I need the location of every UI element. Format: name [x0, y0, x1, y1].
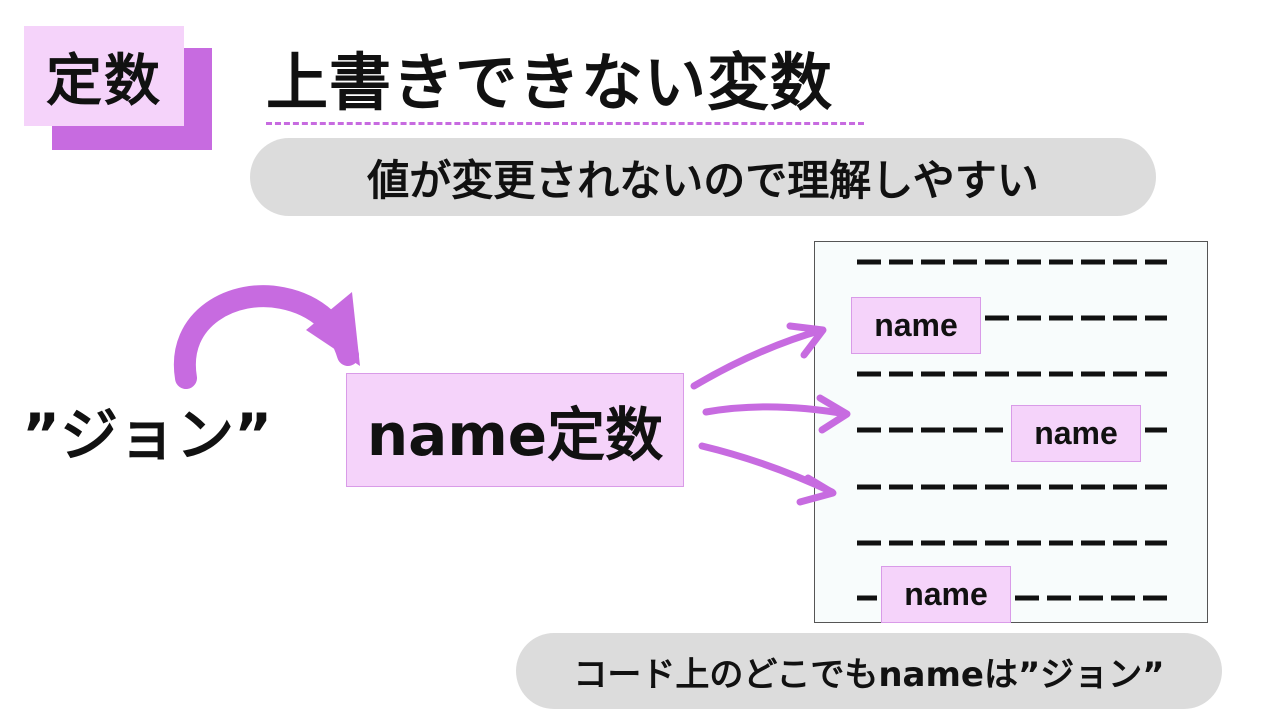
badge: 定数	[24, 26, 184, 126]
curved-arrow-icon	[173, 285, 360, 389]
value-text: ”ジョン”	[22, 401, 273, 469]
page-title: 上書きできない変数	[266, 46, 834, 119]
footer-pill: コード上のどこでもnameは”ジョン”	[516, 633, 1222, 709]
name-tag: name	[881, 566, 1011, 623]
subtitle-pill: 値が変更されないので理解しやすい	[250, 138, 1156, 216]
code-lines	[857, 259, 1167, 601]
constant-box: name定数	[346, 373, 684, 487]
arrow-icon	[698, 442, 837, 506]
arrow-icon	[702, 394, 851, 434]
title-underline	[266, 122, 864, 125]
arrow-icon	[690, 322, 827, 390]
name-tag: name	[1011, 405, 1141, 462]
name-tag: name	[851, 297, 981, 354]
